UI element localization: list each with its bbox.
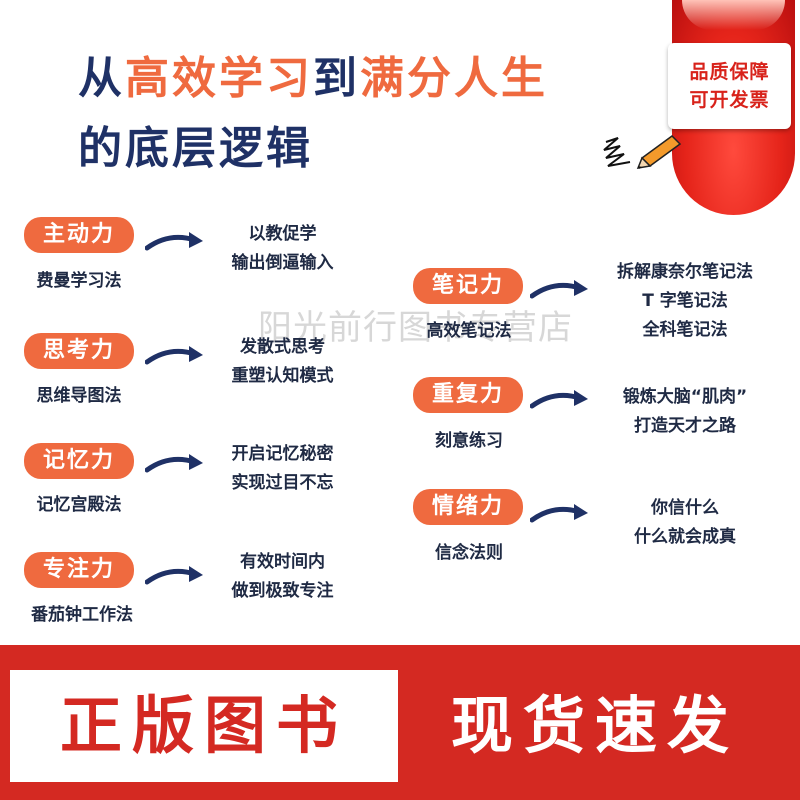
title-accent-2: 满分人生 (360, 53, 548, 104)
desc-line: 做到极致专注 (231, 581, 334, 601)
desc-line: 输出倒逼输入 (231, 253, 334, 273)
desc-line: 实现过目不忘 (231, 473, 334, 493)
title-line1: 从高效学习到满分人生 (78, 42, 548, 106)
arrow-icon (145, 454, 203, 473)
arrow-icon (530, 280, 588, 299)
desc-line: T 字笔记法 (642, 291, 728, 311)
arrow-icon (145, 566, 203, 585)
banner-left-box: 正版图书 (10, 670, 398, 782)
method-belief: 信念法则 (435, 543, 503, 563)
desc-line: 打造天才之路 (634, 416, 736, 436)
pill-repetition: 重复力 (413, 377, 523, 413)
watermark: 阳光前行图书专营店 (258, 308, 573, 348)
desc-emotion: 你信什么 什么就会成真 (590, 494, 780, 552)
arrow-icon (530, 504, 588, 523)
desc-active: 以教促学 输出倒逼输入 (200, 220, 365, 278)
desc-line: 锻炼大脑“肌肉” (622, 387, 748, 407)
pill-memory: 记忆力 (24, 443, 134, 479)
desc-line: 全科笔记法 (642, 320, 728, 340)
desc-line: 发散式思考 (240, 337, 325, 357)
method-feynman: 费曼学习法 (36, 271, 122, 291)
pill-focus: 专注力 (24, 552, 134, 588)
method-memory-palace: 记忆宫殿法 (36, 495, 122, 515)
method-deliberate: 刻意练习 (435, 431, 503, 451)
pill-notes: 笔记力 (413, 268, 523, 304)
desc-repetition: 锻炼大脑“肌肉” 打造天才之路 (590, 383, 780, 441)
pill-thinking: 思考力 (24, 333, 134, 369)
method-mindmap: 思维导图法 (36, 386, 122, 406)
badge-shine (682, 0, 785, 30)
desc-thinking: 发散式思考 重塑认知模式 (200, 333, 365, 391)
arrow-icon (145, 346, 203, 365)
desc-line: 以教促学 (248, 224, 317, 244)
desc-line: 什么就会成真 (634, 527, 736, 547)
title-word-cong: 从 (78, 53, 125, 104)
arrow-icon (145, 232, 203, 251)
quality-badge: 品质保障 可开发票 (668, 43, 791, 129)
desc-line: 有效时间内 (240, 552, 325, 572)
desc-line: 拆解康奈尔笔记法 (617, 262, 753, 282)
arrow-icon (530, 390, 588, 409)
method-notes: 高效笔记法 (426, 321, 512, 341)
banner-right-box: 现货速发 (405, 670, 785, 782)
badge-line2: 可开发票 (689, 89, 770, 111)
title-line2: 的底层逻辑 (78, 123, 313, 174)
desc-memory: 开启记忆秘密 实现过目不忘 (200, 440, 365, 498)
desc-notes: 拆解康奈尔笔记法 T 字笔记法 全科笔记法 (590, 258, 780, 345)
pencil-icon (603, 135, 682, 169)
desc-line: 开启记忆秘密 (231, 444, 334, 464)
genuine-books-text: 正版图书 (59, 689, 348, 762)
title-word-dao: 到 (313, 53, 360, 104)
method-pomodoro: 番茄钟工作法 (31, 605, 133, 625)
pill-active: 主动力 (24, 217, 134, 253)
desc-focus: 有效时间内 做到极致专注 (200, 548, 365, 606)
title-accent-1: 高效学习 (125, 53, 313, 104)
badge-line1: 品质保障 (689, 61, 770, 83)
desc-line: 重塑认知模式 (231, 366, 334, 386)
desc-line: 你信什么 (651, 498, 719, 518)
fast-shipping-text: 现货速发 (450, 689, 739, 762)
pill-emotion: 情绪力 (413, 489, 523, 525)
